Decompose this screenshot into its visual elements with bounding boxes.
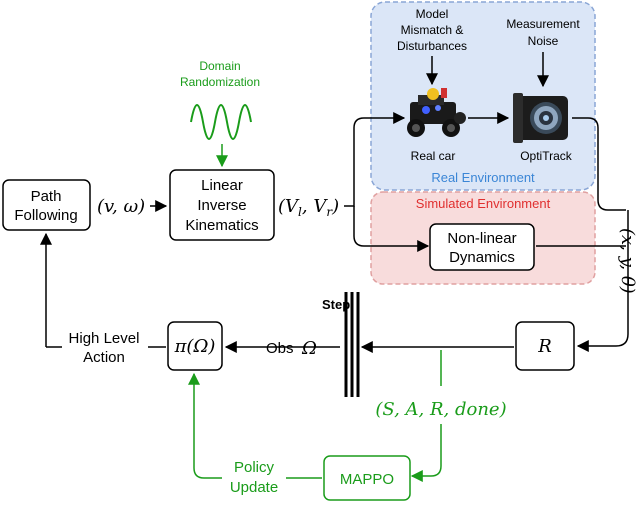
transition-tuple: (S, A, R, done) (375, 399, 506, 420)
real-environment-label: Real Environment (431, 170, 535, 185)
policy-block (167, 321, 223, 371)
real-environment-region (370, 1, 596, 191)
xy-theta-signal: (x, y, θ) (617, 228, 638, 294)
policy-update-label-2: Update (230, 479, 278, 496)
measurement-noise-label-2: Noise (528, 34, 559, 48)
model-mismatch-label-2: Mismatch & (401, 23, 464, 37)
reward-label: R (537, 336, 552, 357)
nonlinear-dynamics-block (429, 223, 535, 271)
nonlinear-dynamics-label-2: Dynamics (449, 249, 515, 266)
lik-label-2: Inverse (197, 197, 246, 214)
sine-wave-icon (190, 104, 252, 140)
domain-randomization-label-1: Domain (199, 59, 240, 73)
policy-update-label-1: Policy (234, 459, 275, 476)
high-level-action-label-2: Action (83, 349, 125, 366)
optitrack-label: OptiTrack (520, 149, 573, 163)
v-omega-signal: (v, ω) (97, 196, 145, 217)
step-label: Step (322, 297, 350, 312)
lik-label-3: Kinematics (185, 217, 258, 234)
motion-capture-camera-icon (513, 93, 568, 143)
obs-label: Obs (266, 340, 294, 357)
measurement-noise-label-1: Measurement (506, 17, 580, 31)
mappo-block (323, 455, 411, 501)
path-following-block (2, 179, 91, 231)
vl-vr-signal: (Vl, Vr) (278, 196, 339, 219)
simulated-environment-label: Simulated Environment (416, 196, 551, 211)
path-following-label-1: Path (31, 188, 62, 205)
nonlinear-dynamics-label-1: Non-linear (447, 230, 516, 247)
obs-omega-symbol: Ω (301, 338, 317, 359)
path-following-label-2: Following (14, 207, 77, 224)
domain-randomization-label-2: Randomization (180, 75, 260, 89)
lik-label-1: Linear (201, 177, 243, 194)
high-level-action-label-1: High Level (69, 330, 140, 347)
model-mismatch-label-3: Disturbances (397, 39, 467, 53)
mappo-label: MAPPO (340, 471, 394, 488)
real-car-label: Real car (411, 149, 456, 163)
robot-car-icon (407, 88, 466, 137)
reward-block (515, 321, 575, 371)
policy-label: π(Ω) (174, 336, 216, 357)
model-mismatch-label-1: Model (416, 7, 449, 21)
linear-inverse-kinematics-block (169, 169, 275, 241)
